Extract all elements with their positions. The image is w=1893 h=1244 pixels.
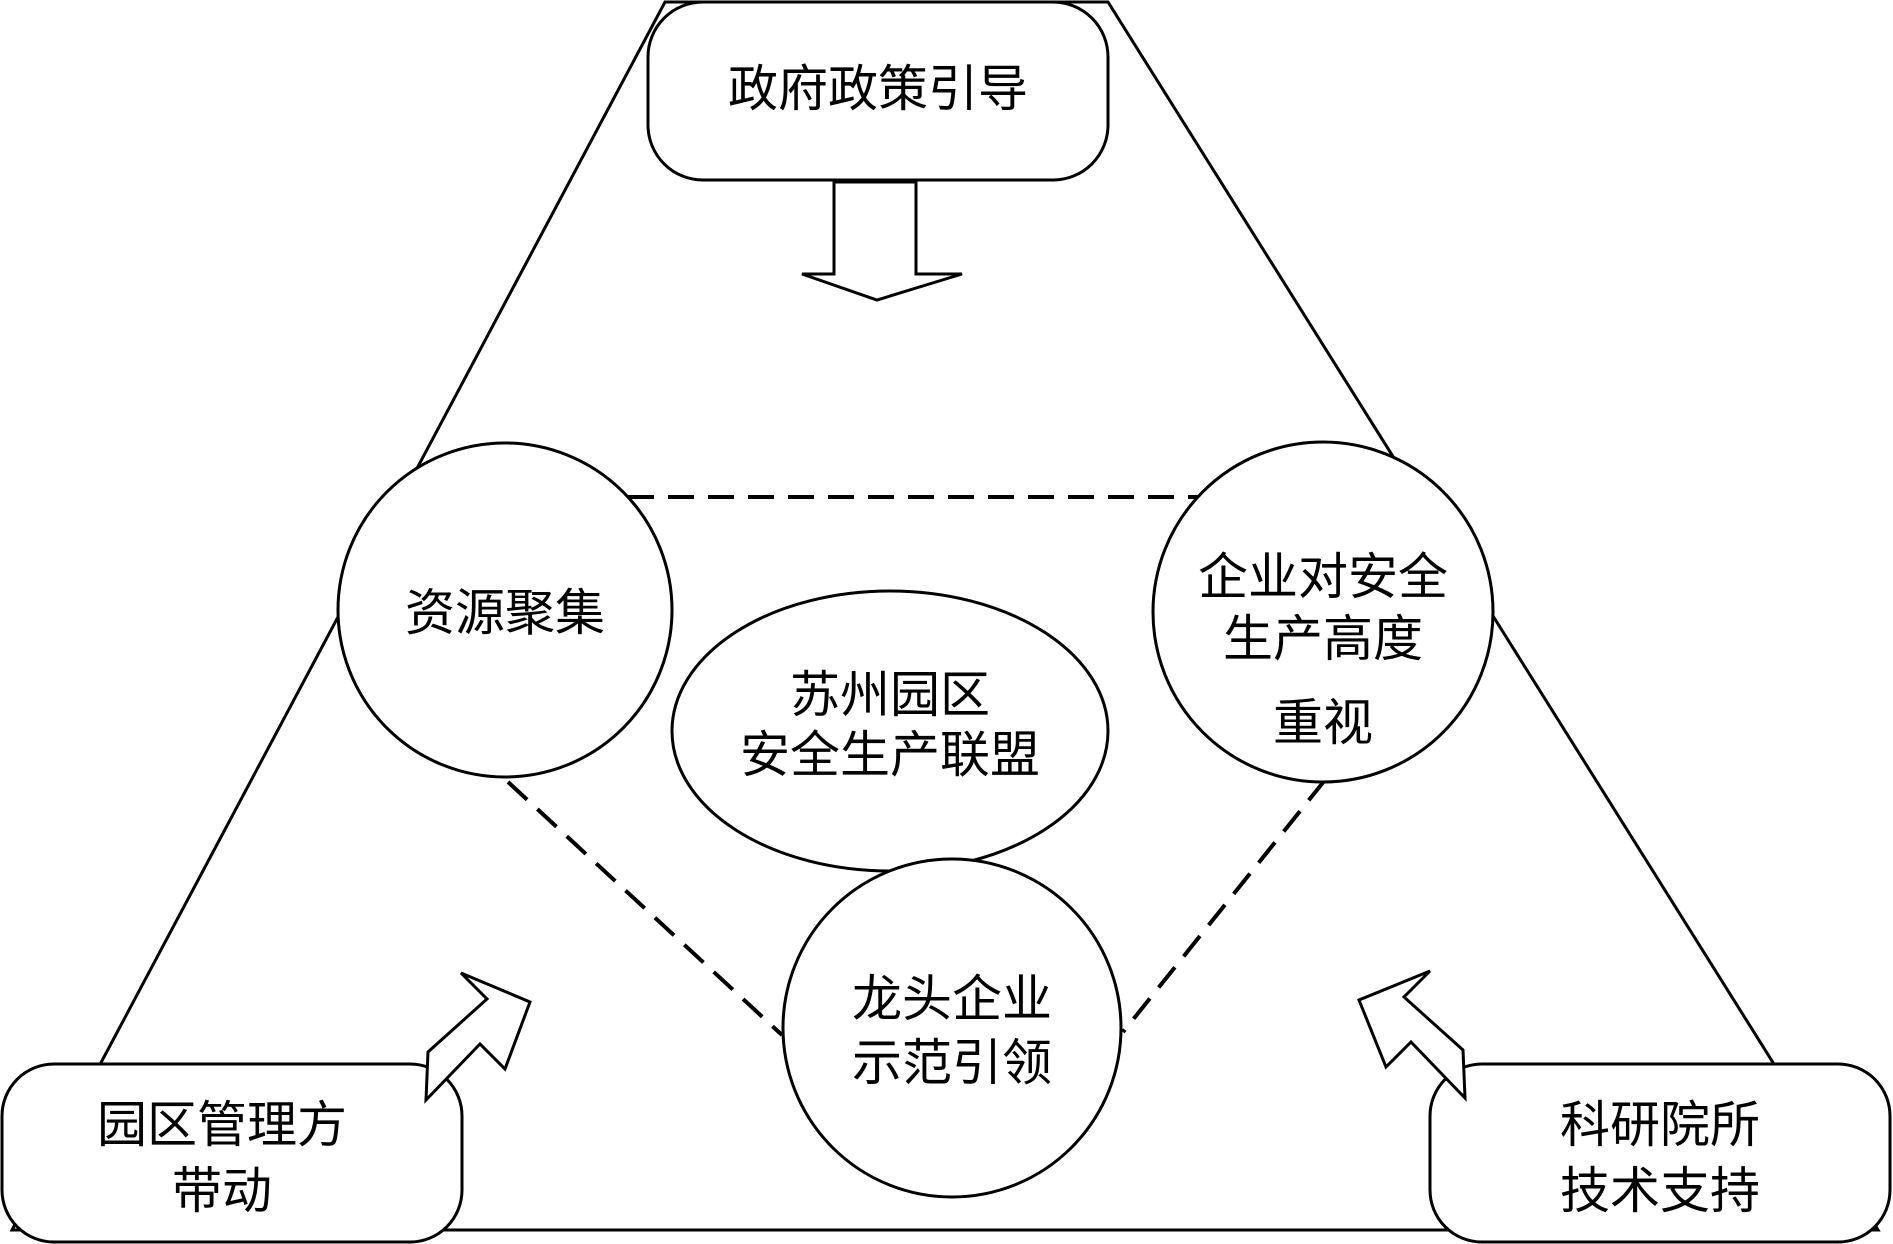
alliance-ellipse: 苏州园区 安全生产联盟 — [670, 589, 1110, 873]
up-right-arrow-icon — [424, 971, 532, 1104]
resource-gathering-circle: 资源聚集 — [336, 441, 674, 779]
dashed-connectors — [506, 495, 1327, 1037]
alliance-line-1: 苏州园区 — [790, 666, 990, 724]
up-left-arrow-icon — [1357, 969, 1467, 1102]
enterprise-attention-line-1: 企业对安全 — [1198, 548, 1448, 606]
leading-enterprise-circle: 龙头企业 示范引领 — [781, 857, 1123, 1199]
research-institutes-line-1: 科研院所 — [1560, 1096, 1760, 1154]
dashed-line-right — [1121, 778, 1327, 1034]
park-management-box: 园区管理方 带动 — [0, 1062, 464, 1244]
government-policy-box: 政府政策引导 — [646, 0, 1110, 182]
enterprise-attention-line-3: 重视 — [1273, 694, 1373, 752]
alliance-line-2: 安全生产联盟 — [740, 726, 1040, 784]
dashed-line-left — [506, 780, 784, 1037]
down-arrow-icon — [801, 180, 963, 302]
research-institutes-box: 科研院所 技术支持 — [1428, 1062, 1892, 1244]
leading-enterprise-line-1: 龙头企业 — [852, 970, 1052, 1028]
enterprise-attention-circle: 企业对安全 生产高度 重视 — [1151, 440, 1495, 784]
park-management-line-2: 带动 — [172, 1162, 272, 1220]
resource-gathering-label: 资源聚集 — [405, 584, 605, 642]
park-management-line-1: 园区管理方 — [97, 1096, 347, 1154]
leading-enterprise-line-2: 示范引领 — [852, 1034, 1052, 1092]
research-institutes-line-2: 技术支持 — [1560, 1162, 1760, 1220]
government-policy-label: 政府政策引导 — [728, 60, 1028, 118]
enterprise-attention-line-2: 生产高度 — [1223, 610, 1423, 668]
